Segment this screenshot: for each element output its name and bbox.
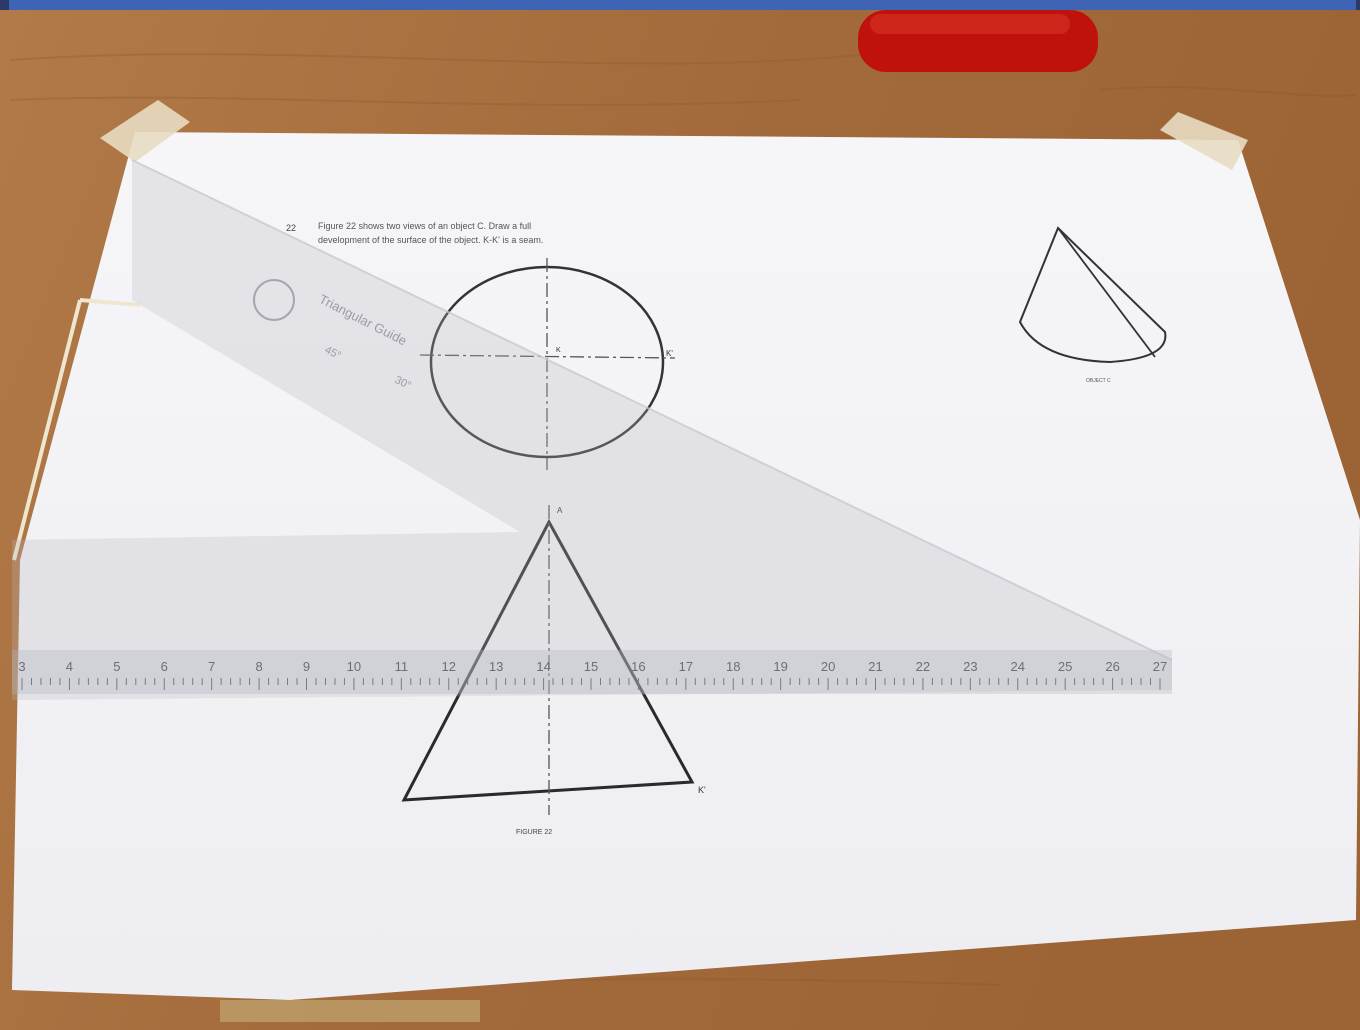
ruler-strip	[12, 650, 1172, 694]
wire-clip	[12, 298, 141, 561]
ruler-number: 19	[773, 659, 787, 674]
figure-caption: FIGURE 22	[516, 829, 552, 836]
ruler-number: 5	[113, 659, 120, 674]
plan-view: K K'	[419, 258, 676, 470]
question-line-1: Figure 22 shows two views of an object C…	[318, 221, 531, 231]
eraser-highlight	[870, 14, 1070, 34]
ruler-number: 11	[395, 659, 409, 674]
set-square-body	[12, 160, 1172, 700]
ruler-number: 21	[868, 659, 882, 674]
ruler-number: 4	[66, 659, 73, 674]
ruler-number: 20	[821, 659, 835, 674]
ruler-number: 15	[584, 659, 598, 674]
cone-sketch: OBJECT C	[1018, 226, 1167, 384]
ruler-number: 10	[347, 659, 361, 674]
ruler-number: 26	[1105, 659, 1119, 674]
ruler-number: 16	[631, 659, 645, 674]
apex-label: A	[557, 506, 563, 515]
ruler-number: 24	[1011, 659, 1025, 674]
ruler-number: 13	[489, 659, 503, 674]
masking-tape-right	[1160, 112, 1248, 170]
cone-outline	[1018, 226, 1167, 364]
set-square-logo	[253, 279, 295, 321]
set-square-hypotenuse	[131, 159, 1173, 661]
ruler-number: 7	[208, 659, 215, 674]
plan-center-label: K	[556, 347, 561, 354]
ruler-number: 17	[679, 659, 693, 674]
cone-seam-line	[1057, 227, 1156, 358]
ruler-number: 23	[963, 659, 977, 674]
pencil-edge	[220, 1000, 480, 1022]
ruler-number: 18	[726, 659, 740, 674]
ruler-number: 14	[536, 659, 550, 674]
ruler-scale: 3 4 5 6 7 8 9 10 11 12 13 14 15 16 17 18 19 20 21 22 23 24 25 2…	[12, 650, 1172, 694]
ruler-number: 6	[161, 659, 168, 674]
ruler-number: 22	[916, 659, 930, 674]
ruler-number: 25	[1058, 659, 1072, 674]
base-corner-label: K'	[698, 785, 706, 795]
ruler-number: 3	[18, 659, 25, 674]
ruler-number: 9	[303, 659, 310, 674]
masking-tape-left	[100, 100, 190, 162]
ruler-number: 8	[255, 659, 262, 674]
paper-sheet	[12, 132, 1360, 1000]
ruler-number: 27	[1153, 659, 1167, 674]
object-caption: OBJECT C	[1086, 378, 1111, 384]
set-square: Triangular Guide 45° 30°	[12, 159, 1173, 700]
plan-edge-label: K'	[666, 349, 673, 358]
question-line-2: development of the surface of the object…	[318, 235, 543, 245]
elevation-view: A K' FIGURE 22	[401, 505, 706, 836]
question-number: 22	[286, 223, 296, 233]
window-top-bar	[0, 0, 1360, 10]
plan-horizontal-centerline	[419, 354, 676, 359]
ruler-number: 12	[442, 659, 456, 674]
elevation-triangle	[401, 518, 695, 802]
